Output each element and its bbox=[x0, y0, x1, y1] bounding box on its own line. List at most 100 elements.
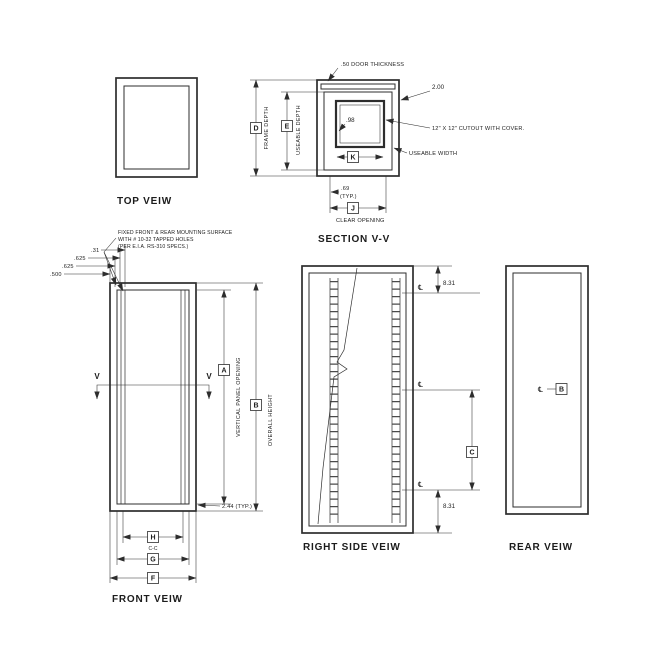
overall-height-label: OVERALL HEIGHT bbox=[268, 394, 274, 446]
front-view-inner-outline bbox=[116, 289, 190, 505]
front-mounting-rail bbox=[329, 278, 339, 523]
rear-b-letter: B bbox=[559, 387, 564, 394]
right-view-inner-outline bbox=[308, 272, 407, 527]
vertical-panel-opening-label: VERTICAL PANEL OPENING bbox=[236, 357, 242, 437]
right-side-view: ℄ ℄ ℄ 8.31 8.31 C RIGHT SIDE VEIW bbox=[301, 265, 480, 553]
h-box bbox=[147, 531, 159, 543]
rear-b-box bbox=[555, 383, 568, 395]
rear-mounting-rail bbox=[391, 278, 401, 523]
b-box bbox=[250, 399, 262, 411]
centerline-top-symbol: ℄ bbox=[418, 283, 423, 292]
section-outer-frame bbox=[316, 79, 400, 177]
door-thickness-callout: .50 DOOR THICKNESS bbox=[327, 62, 404, 82]
h-letter: H bbox=[150, 535, 155, 542]
right-side-view-title: RIGHT SIDE VEIW bbox=[303, 542, 401, 553]
top-view: TOP VEIW bbox=[115, 77, 198, 207]
dim-0-98: .98 bbox=[346, 117, 355, 124]
top-view-inner-outline bbox=[123, 85, 190, 170]
section-view-title: SECTION V-V bbox=[318, 234, 390, 245]
c-box bbox=[466, 446, 478, 458]
section-useable-area bbox=[323, 91, 393, 171]
section-cutout bbox=[334, 99, 386, 149]
a-box bbox=[218, 364, 230, 376]
cutout-callout: 12" X 12" CUTOUT WITH COVER. bbox=[385, 118, 525, 132]
section-v-left: V bbox=[94, 372, 100, 381]
f-box bbox=[147, 572, 159, 584]
top-view-outer-outline bbox=[115, 77, 198, 178]
rear-view-title: REAR VEIW bbox=[509, 542, 573, 553]
f-letter: F bbox=[151, 576, 156, 583]
a-letter: A bbox=[221, 368, 226, 375]
mounting-note: FIXED FRONT & REAR MOUNTING SURFACE WITH… bbox=[103, 230, 233, 292]
front-view: FIXED FRONT & REAR MOUNTING SURFACE WITH… bbox=[50, 230, 274, 605]
section-cut-line: V V bbox=[94, 372, 212, 400]
mounting-note-line2: WITH # 10-32 TAPPED HOLES bbox=[118, 237, 194, 243]
dim-0-625-a: .625 bbox=[62, 264, 74, 270]
useable-depth-label: USEABLE DEPTH bbox=[296, 105, 302, 155]
top-view-title: TOP VEIW bbox=[117, 196, 172, 207]
mounting-note-line3: (PER E.I.A. RS-310 SPECS.) bbox=[118, 244, 189, 250]
dimension-b: B OVERALL HEIGHT bbox=[197, 282, 274, 512]
dimension-8-31-top: 8.31 bbox=[413, 265, 456, 294]
door-thickness-note: .50 DOOR THICKNESS bbox=[341, 62, 404, 68]
dim-2-44: 2.44 (TYP.) bbox=[222, 504, 252, 510]
k-box bbox=[347, 151, 359, 163]
typ-label: (TYP.) bbox=[340, 194, 357, 200]
front-view-title: FRONT VEIW bbox=[112, 594, 183, 605]
k-letter: K bbox=[350, 155, 355, 162]
right-view-outer-outline bbox=[301, 265, 414, 534]
j-letter: J bbox=[351, 206, 355, 213]
break-line bbox=[317, 267, 358, 525]
cutout-note: 12" X 12" CUTOUT WITH COVER. bbox=[432, 126, 525, 132]
rear-view-outer-outline bbox=[505, 265, 589, 515]
dimension-e: E USEABLE DEPTH bbox=[281, 91, 324, 171]
dim-8-31-top: 8.31 bbox=[443, 280, 456, 287]
centerlines: ℄ ℄ ℄ bbox=[402, 283, 480, 491]
dim-0-625-b: .625 bbox=[74, 256, 86, 262]
dim-0-31: .31 bbox=[91, 248, 99, 254]
section-door bbox=[320, 83, 396, 90]
front-view-rails bbox=[120, 290, 186, 504]
front-view-outer-outline bbox=[109, 282, 197, 512]
dim-0-500: .500 bbox=[50, 272, 62, 278]
dimension-a: A VERTICAL PANEL OPENING bbox=[197, 289, 242, 505]
g-box bbox=[147, 553, 159, 565]
d-box bbox=[250, 122, 262, 134]
section-v-right: V bbox=[206, 372, 212, 381]
section-cutout-cover bbox=[339, 104, 381, 144]
e-box bbox=[281, 120, 293, 132]
dim-2-00-callout: 2.00 bbox=[400, 84, 445, 101]
dimension-j: .69 (TYP.) J CLEAR OPENING bbox=[329, 176, 387, 224]
g-letter: G bbox=[150, 557, 156, 564]
dimension-8-31-bottom: 8.31 bbox=[413, 489, 456, 534]
rail-offset-dimensions: .500 .625 .625 .31 bbox=[50, 244, 126, 287]
section-view: D FRAME DEPTH E USEABLE DEPTH .50 DOOR T… bbox=[250, 62, 525, 245]
rear-center-mark: ℄ B bbox=[538, 383, 568, 395]
cc-label: C-C bbox=[149, 546, 158, 552]
mounting-note-line1: FIXED FRONT & REAR MOUNTING SURFACE bbox=[118, 230, 233, 236]
j-box bbox=[347, 202, 359, 214]
rear-view: ℄ B REAR VEIW bbox=[505, 265, 589, 553]
rear-centerline-symbol: ℄ bbox=[538, 385, 543, 394]
c-letter: C bbox=[469, 450, 474, 457]
e-letter: E bbox=[285, 124, 290, 131]
dim-2-00: 2.00 bbox=[432, 84, 445, 91]
dimension-k: K bbox=[336, 151, 384, 163]
rear-view-inner-outline bbox=[512, 272, 582, 508]
centerline-bottom-symbol: ℄ bbox=[418, 480, 423, 489]
centerline-mid-symbol: ℄ bbox=[418, 380, 423, 389]
dim-0-98-callout: .98 bbox=[338, 117, 355, 132]
useable-width-label: USEABLE WIDTH bbox=[409, 151, 457, 157]
d-letter: D bbox=[253, 126, 258, 133]
b-letter: B bbox=[253, 403, 258, 410]
dimension-d: D FRAME DEPTH bbox=[250, 79, 317, 177]
clear-opening-label: CLEAR OPENING bbox=[336, 218, 385, 224]
dim-2-44-callout: 2.44 (TYP.) bbox=[197, 502, 252, 510]
frame-depth-label: FRAME DEPTH bbox=[264, 106, 270, 149]
dim-8-31-bottom: 8.31 bbox=[443, 503, 456, 510]
bottom-dimensions: H C-C G F bbox=[109, 511, 197, 584]
dim-0-69: .69 bbox=[341, 186, 349, 192]
dimension-c: C bbox=[466, 389, 478, 491]
